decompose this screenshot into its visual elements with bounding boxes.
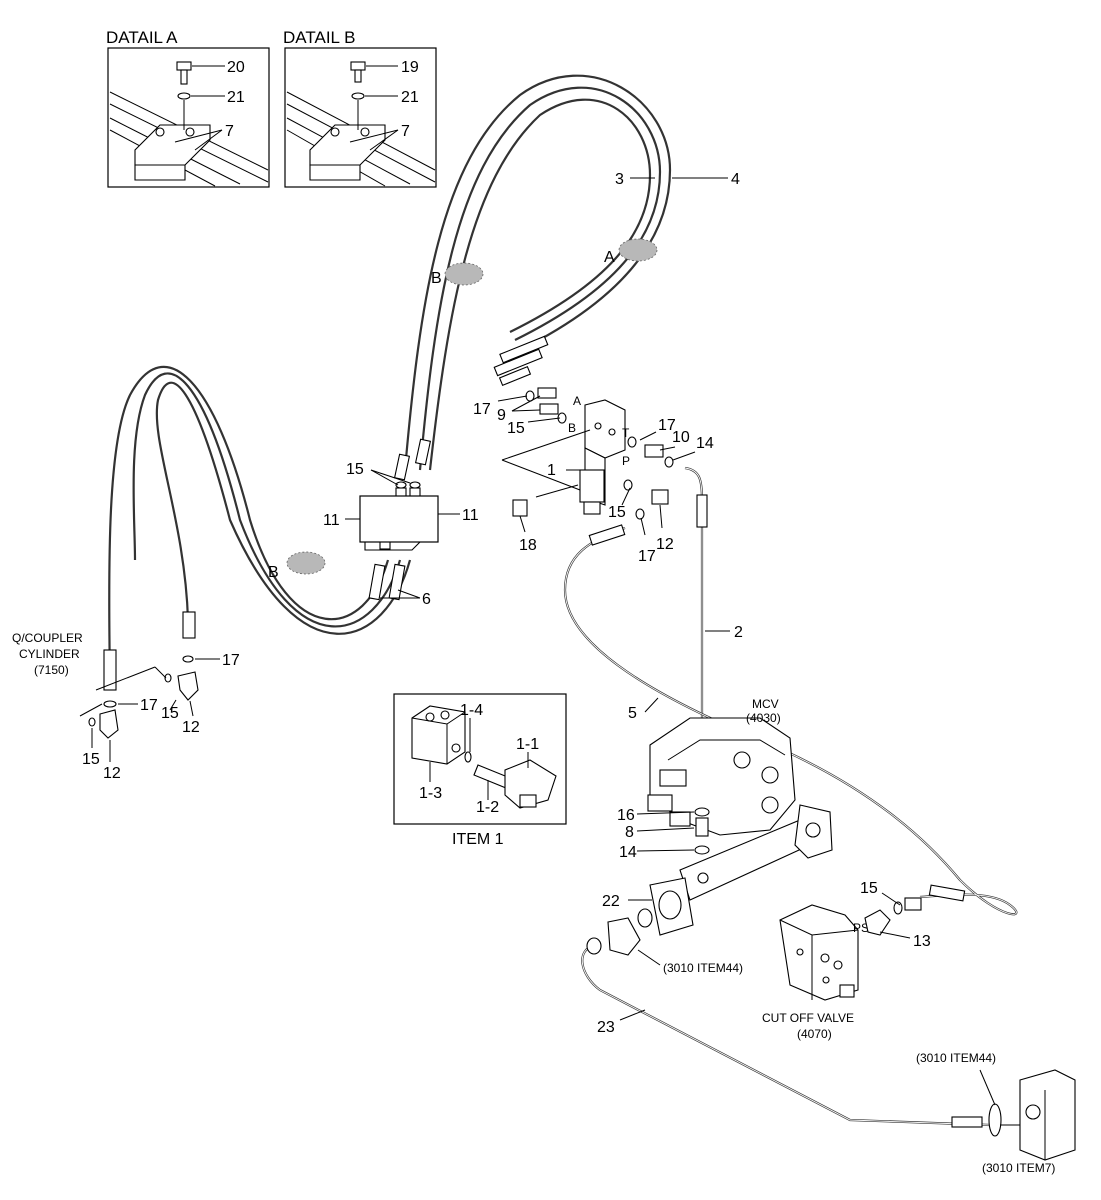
part-22-number: 22 xyxy=(602,893,620,910)
section-a-mark xyxy=(618,238,658,262)
part-16-number: 16 xyxy=(617,807,635,824)
detail-b-title: DATAIL B xyxy=(283,28,355,47)
detail-a-washer-number: 21 xyxy=(227,89,245,106)
item1-1-3: 1-3 xyxy=(419,785,442,802)
item44-right-ref: (3010 ITEM44) xyxy=(916,1051,996,1065)
detail-b: DATAIL B 19 21 7 xyxy=(283,28,437,188)
cylinder-label-line1: Q/COUPLER xyxy=(12,631,83,645)
port-a-letter: A xyxy=(573,394,581,408)
part-11-right-number: 11 xyxy=(462,507,479,524)
hose-5 xyxy=(563,524,1018,916)
item1-1-2: 1-2 xyxy=(476,799,499,816)
item7-ref: (3010 ITEM7) xyxy=(982,1161,1055,1175)
port-ps-letter: PS xyxy=(853,921,869,935)
pipe-23 xyxy=(581,917,1002,1137)
section-a-letter: A xyxy=(604,249,615,266)
part-15-cyl-a-number: 15 xyxy=(161,705,179,722)
cutoff-valve xyxy=(779,904,859,1001)
part-14-top-number: 14 xyxy=(696,435,714,452)
part-15-cyl-b-number: 15 xyxy=(82,751,100,768)
valve-fittings xyxy=(512,387,674,520)
item1-caption: ITEM 1 xyxy=(452,831,504,848)
mcv-fittings xyxy=(694,807,710,855)
part-3-number: 3 xyxy=(615,171,624,188)
part-10-number: 10 xyxy=(672,429,690,446)
part-17-low-number: 17 xyxy=(638,548,656,565)
port-b-letter: B xyxy=(568,421,576,435)
part-12-cyl-a-number: 12 xyxy=(182,719,200,736)
mcv-label-line2: (4030) xyxy=(746,711,781,725)
hose-loop-left xyxy=(108,365,412,681)
port-p-letter: P xyxy=(622,454,630,468)
part-15-valve-b-number: 15 xyxy=(608,504,626,521)
part-9-number: 9 xyxy=(497,407,506,424)
detail-b-washer-number: 21 xyxy=(401,89,419,106)
part-17-cyl-a-number: 17 xyxy=(222,652,240,669)
cutoff-label-line2: (4070) xyxy=(797,1027,832,1041)
section-b-upper-letter: B xyxy=(431,270,442,287)
solenoid-valve xyxy=(579,399,626,515)
detail-a: DATAIL A 20 21 7 xyxy=(106,28,270,188)
part-17-left-number: 17 xyxy=(473,401,491,418)
part-8-number: 8 xyxy=(625,824,634,841)
part-12-cyl-b-number: 12 xyxy=(103,765,121,782)
cutoff-label-line1: CUT OFF VALVE xyxy=(762,1011,854,1025)
block-11-frame xyxy=(359,495,439,543)
part-12-valve-number: 12 xyxy=(656,536,674,553)
cylinder-label-line3: (7150) xyxy=(34,663,69,677)
reference-block-item7 xyxy=(1019,1069,1076,1161)
item1-1-4: 1-4 xyxy=(460,702,483,719)
port-t-letter: T xyxy=(622,426,630,440)
cutoff-fittings xyxy=(864,897,922,936)
part-4-number: 4 xyxy=(731,171,740,188)
part-14-mcv-number: 14 xyxy=(619,844,637,861)
section-b-upper-mark xyxy=(444,262,484,286)
part-17-cyl-b-number: 17 xyxy=(140,697,158,714)
detail-a-bolt-number: 20 xyxy=(227,59,245,76)
part-15-valve-number: 15 xyxy=(507,420,525,437)
part-15-cutoff-number: 15 xyxy=(860,880,878,897)
detail-a-title: DATAIL A xyxy=(106,28,178,47)
part-2-number: 2 xyxy=(734,624,743,641)
cylinder-label-line2: CYLINDER xyxy=(19,647,80,661)
item1-detail xyxy=(393,693,567,825)
detail-b-bolt-number: 19 xyxy=(401,59,419,76)
detail-b-clamp xyxy=(309,124,386,181)
detail-b-clamp-number: 7 xyxy=(401,123,410,140)
detail-a-clamp-number: 7 xyxy=(225,123,234,140)
section-b-lower-letter: B xyxy=(268,564,279,581)
left-loop-fittings xyxy=(368,563,406,601)
mcv-block xyxy=(647,717,796,836)
part-5-number: 5 xyxy=(628,705,637,722)
item1-1-1: 1-1 xyxy=(516,736,539,753)
part-17-tee-number: 17 xyxy=(658,417,676,434)
part-13-number: 13 xyxy=(913,933,931,950)
part-6-number: 6 xyxy=(422,591,431,608)
detail-b-bolt xyxy=(350,61,366,130)
detail-a-bolt xyxy=(176,61,192,130)
section-b-lower-mark xyxy=(286,551,326,575)
pipe-22 xyxy=(637,804,833,936)
item44-mid-ref: (3010 ITEM44) xyxy=(663,961,743,975)
part-18-number: 18 xyxy=(519,537,537,554)
part-11-left-number: 11 xyxy=(323,512,340,529)
part-1-number: 1 xyxy=(547,462,556,479)
detail-a-clamp xyxy=(134,124,211,181)
part-15-block-number: 15 xyxy=(346,461,364,478)
upper-hose-end-fittings xyxy=(493,335,549,387)
mcv-label-line1: MCV xyxy=(752,697,779,711)
part-23-number: 23 xyxy=(597,1019,615,1036)
cylinder-fittings xyxy=(88,611,199,739)
